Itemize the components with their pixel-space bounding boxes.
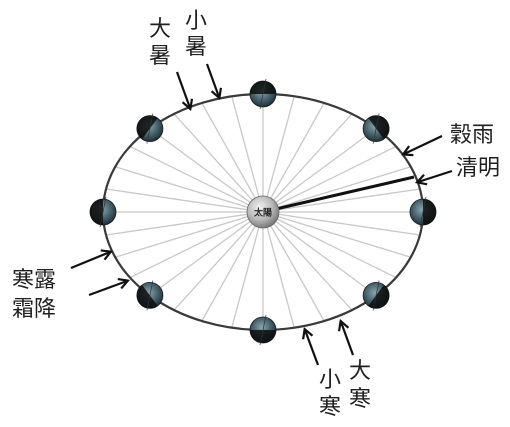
arrow-xiao-shu — [207, 64, 219, 97]
arrow-gu-yu — [404, 136, 442, 154]
earth-night-side — [250, 330, 276, 343]
earth — [250, 315, 276, 345]
label-da-han-1: 大 — [349, 359, 371, 384]
earth — [137, 114, 163, 144]
label-xiao-shu-1: 小 — [185, 9, 207, 34]
earth — [90, 197, 116, 227]
label-gu-yu: 穀雨 — [450, 123, 494, 148]
label-xiao-han-2: 寒 — [319, 395, 341, 420]
orbit-spoke — [263, 212, 376, 295]
earth — [137, 280, 163, 310]
sun: 太陽 — [247, 196, 279, 228]
earth — [363, 114, 389, 144]
label-da-shu-2: 暑 — [149, 44, 171, 69]
sun-label: 太陽 — [253, 207, 272, 219]
label-han-lu: 寒露 — [12, 268, 56, 293]
arrow-xiao-han — [305, 330, 318, 365]
arrow-da-han — [341, 322, 353, 355]
arrow-qing-ming — [418, 171, 452, 182]
earth-night-side — [250, 81, 276, 94]
orbit-spoke — [150, 129, 263, 212]
earth — [363, 280, 389, 310]
earth — [410, 197, 436, 227]
label-da-han-2: 寒 — [349, 387, 371, 412]
label-da-shu-1: 大 — [149, 17, 171, 42]
arrow-da-shu — [177, 72, 190, 108]
earth — [250, 79, 276, 109]
arrow-han-lu — [71, 252, 110, 268]
label-xiao-shu-2: 暑 — [185, 35, 207, 60]
label-qing-ming: 清明 — [456, 156, 500, 181]
label-xiao-han-1: 小 — [319, 368, 341, 393]
label-shuang-jiang: 霜降 — [12, 297, 56, 322]
orbit-spoke — [150, 212, 263, 295]
arrow-shuang-jiang — [89, 281, 127, 295]
